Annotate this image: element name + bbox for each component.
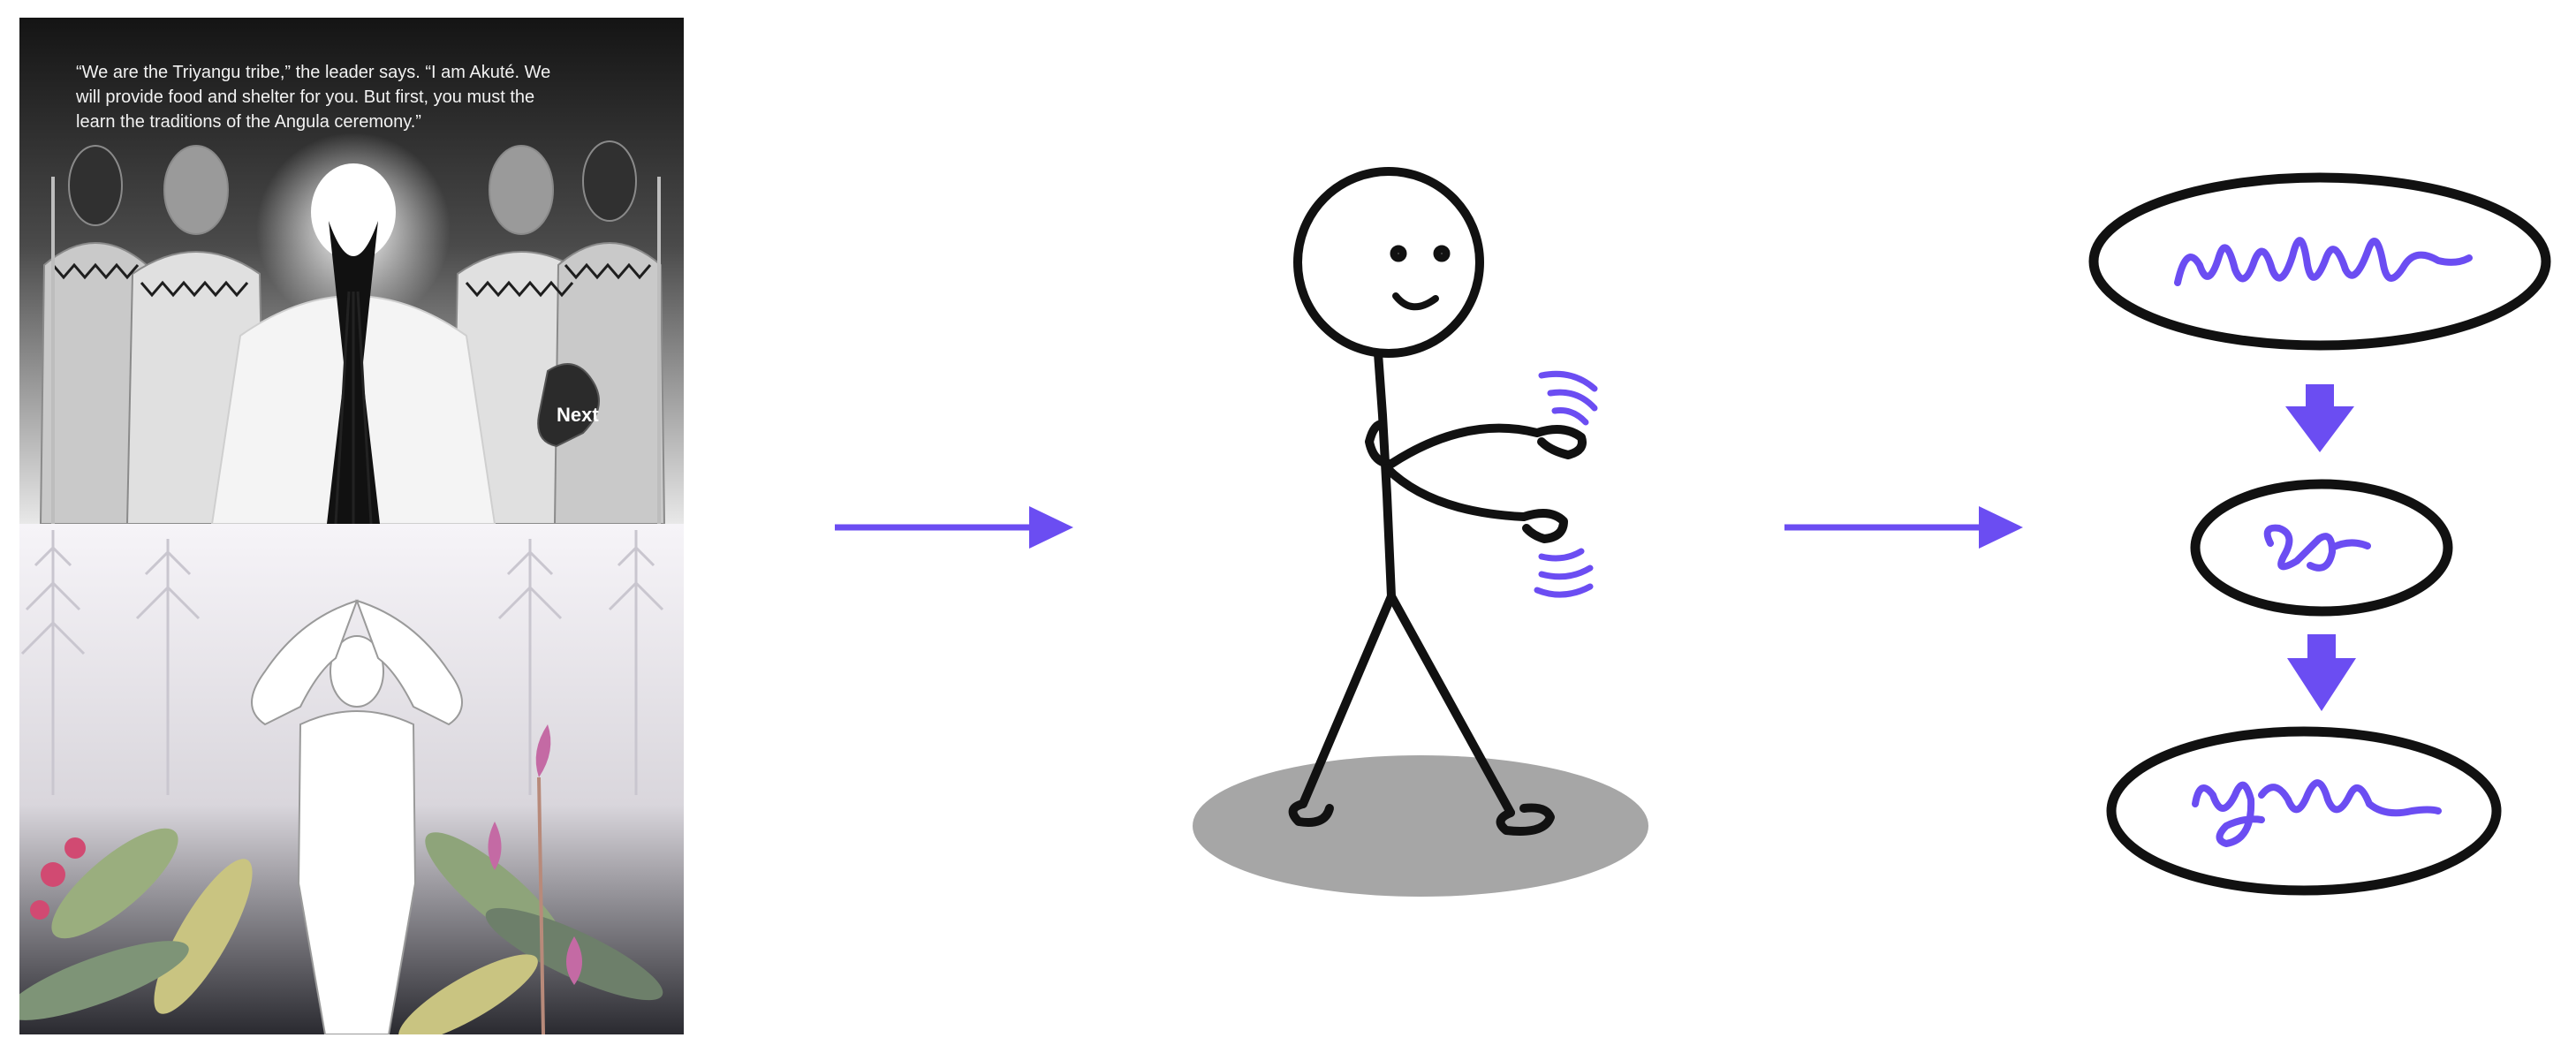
story-panel-top: Next “We are the Triyangu tribe,” the le… xyxy=(19,18,684,524)
foliage xyxy=(19,724,663,1034)
flow-node-1 xyxy=(2088,172,2551,351)
pose-silhouette xyxy=(251,599,463,1034)
flow-node-3 xyxy=(2106,726,2502,896)
stick-figure-icon xyxy=(1193,167,1648,897)
narration-line-3: learn the traditions of the Angula cerem… xyxy=(76,112,421,132)
narration-text: “We are the Triyangu tribe,” the leader … xyxy=(75,63,550,132)
next-button-label: Next xyxy=(557,404,599,426)
flow-node-2 xyxy=(2190,479,2453,617)
pose-panel-bottom xyxy=(19,524,684,1034)
leader-figure xyxy=(210,133,496,524)
shake-marks xyxy=(1534,370,1598,598)
flow-diagram xyxy=(2088,172,2551,896)
next-button[interactable]: Next xyxy=(537,363,600,448)
narration-line-2: will provide food and shelter for you. B… xyxy=(75,87,534,107)
narration-line-1: “We are the Triyangu tribe,” the leader … xyxy=(76,63,550,82)
arrow-right-1 xyxy=(835,506,1073,549)
arrow-down-icon-2 xyxy=(2287,634,2356,711)
background-trees xyxy=(20,530,664,795)
arrow-right-2 xyxy=(1784,506,2023,549)
ground-shadow xyxy=(1193,755,1648,897)
arrow-down-icon xyxy=(2285,384,2354,452)
figure-head xyxy=(1293,167,1484,358)
